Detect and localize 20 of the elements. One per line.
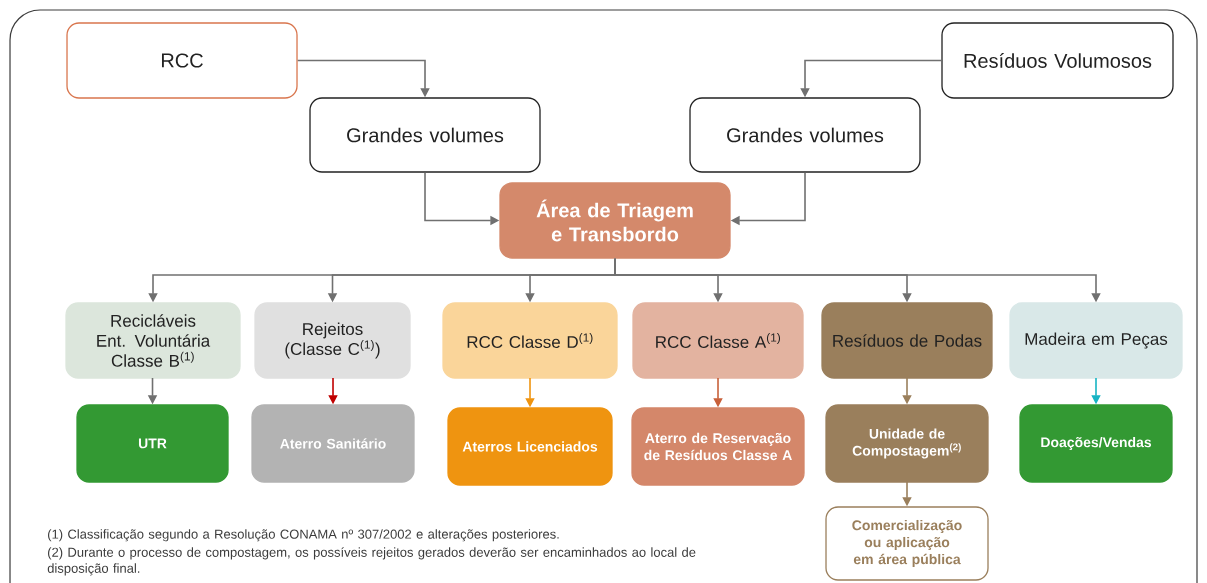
- process-box: Grandes volumes: [689, 97, 921, 173]
- source-box: RCC: [66, 22, 298, 99]
- hub-box: Área de Triagem e Transbordo: [499, 182, 731, 259]
- destination-box: Aterro de Reservação de Resíduos Classe A: [631, 407, 805, 486]
- category-box: Resíduos de Podas: [821, 302, 993, 379]
- destination-box: Unidade de Compostagem$^{(2)}$: [825, 404, 989, 483]
- category-box: Madeira em Peças: [1009, 302, 1183, 379]
- category-box: RCC Classe A$^{(1)}$: [632, 302, 804, 379]
- process-box: Grandes volumes: [309, 97, 541, 173]
- destination-box: Doações/Vendas: [1019, 404, 1173, 483]
- category-box: RCC Classe D$^{(1)}$: [442, 302, 618, 379]
- footnote: (1) Classificação segundo a Resolução CONAMA nº 307/2002 e alterações posteriores.: [48, 529, 559, 542]
- destination-box: Aterros Licenciados: [447, 407, 613, 486]
- footnote: (2) Durante o processo de compostagem, os possíveis rejeitos gerados deverão ser encaminhados ao local de disposição final.: [47, 547, 696, 576]
- destination-box: Comercialização ou aplicação em área pública: [825, 506, 989, 581]
- category-box: Recicláveis Ent. Voluntária Classe B$^{(1)}$: [65, 302, 241, 379]
- destination-box: Aterro Sanitário: [251, 404, 415, 483]
- destination-box: UTR: [76, 404, 229, 483]
- category-box: Rejeitos (Classe C$^{(1)}$): [254, 302, 411, 379]
- source-box: Resíduos Volumosos: [941, 22, 1174, 99]
